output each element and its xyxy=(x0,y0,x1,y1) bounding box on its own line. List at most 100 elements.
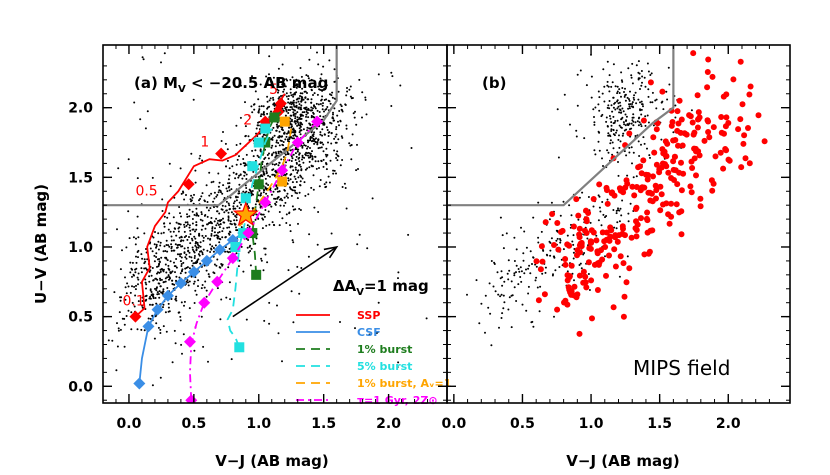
data-point xyxy=(197,246,200,249)
data-point xyxy=(266,112,269,115)
data-point xyxy=(322,158,325,161)
data-point xyxy=(666,98,669,101)
data-point xyxy=(167,267,170,270)
data-point xyxy=(259,83,262,86)
data-point xyxy=(107,339,110,342)
mips-point xyxy=(640,117,647,124)
mips-point xyxy=(587,239,594,246)
data-point xyxy=(272,190,275,193)
data-point xyxy=(660,138,663,141)
data-point xyxy=(553,256,556,259)
data-point xyxy=(222,217,224,220)
data-point xyxy=(515,300,518,302)
data-point xyxy=(612,63,615,66)
data-point xyxy=(327,141,329,144)
mips-point xyxy=(674,181,681,188)
data-point xyxy=(119,299,122,302)
data-point xyxy=(301,111,304,114)
mips-point xyxy=(675,142,681,149)
data-point xyxy=(358,233,361,236)
data-point xyxy=(237,176,240,179)
data-point xyxy=(157,232,160,235)
data-point xyxy=(312,133,315,136)
data-point xyxy=(270,138,273,141)
data-point xyxy=(229,222,232,225)
data-point xyxy=(284,138,287,141)
data-point xyxy=(190,259,193,262)
data-point xyxy=(230,223,233,226)
data-point xyxy=(295,83,298,86)
data-point xyxy=(238,183,241,186)
data-point xyxy=(162,270,165,273)
data-point xyxy=(368,333,371,336)
data-point xyxy=(294,134,297,137)
data-point xyxy=(606,106,609,109)
data-point xyxy=(612,128,615,131)
mips-point xyxy=(599,256,606,263)
data-point xyxy=(296,116,299,119)
data-point xyxy=(290,160,293,162)
data-point xyxy=(144,295,147,298)
data-point xyxy=(618,220,621,223)
data-point xyxy=(489,312,492,315)
data-point xyxy=(501,276,504,279)
data-point xyxy=(168,162,171,165)
data-point xyxy=(159,376,162,379)
data-point xyxy=(149,269,152,272)
data-point xyxy=(538,310,541,313)
data-point xyxy=(625,115,628,118)
data-point xyxy=(260,213,262,216)
data-point xyxy=(292,111,295,114)
data-point xyxy=(197,279,200,282)
data-point xyxy=(287,101,290,104)
data-point xyxy=(605,215,608,217)
data-point xyxy=(296,171,299,174)
data-point xyxy=(167,306,170,309)
data-point xyxy=(647,88,650,91)
mips-point xyxy=(690,131,697,138)
data-point xyxy=(275,123,278,126)
data-point xyxy=(297,107,300,110)
data-point xyxy=(156,265,158,268)
data-point xyxy=(305,119,308,122)
data-point xyxy=(590,75,593,78)
data-point xyxy=(555,239,558,242)
data-point xyxy=(157,240,160,243)
data-point xyxy=(298,127,301,130)
data-point xyxy=(305,151,308,154)
data-point xyxy=(617,138,620,141)
data-point xyxy=(628,151,631,154)
data-point xyxy=(207,237,209,240)
data-point xyxy=(162,303,165,306)
data-point xyxy=(150,274,153,277)
mips-point xyxy=(737,58,744,65)
data-point xyxy=(690,109,693,112)
data-point xyxy=(605,120,608,123)
data-point xyxy=(292,113,295,116)
data-point xyxy=(248,188,251,191)
data-point xyxy=(235,219,238,222)
data-point xyxy=(251,149,254,152)
data-point xyxy=(298,152,301,155)
data-point xyxy=(262,111,265,113)
data-point xyxy=(513,286,516,289)
data-point xyxy=(227,219,230,222)
data-point xyxy=(326,129,329,131)
data-point xyxy=(553,315,555,318)
data-point xyxy=(598,131,601,134)
data-point xyxy=(307,154,309,157)
data-point xyxy=(210,217,213,219)
data-point xyxy=(217,235,220,238)
data-point xyxy=(337,90,340,93)
data-point xyxy=(265,224,268,227)
data-point xyxy=(201,159,204,162)
data-point xyxy=(501,312,504,315)
data-point xyxy=(356,143,358,146)
data-point xyxy=(616,92,619,95)
data-point xyxy=(310,116,313,119)
data-point xyxy=(141,257,144,260)
data-point xyxy=(155,256,158,258)
data-point xyxy=(642,136,645,139)
data-point xyxy=(616,119,619,122)
mips-point xyxy=(676,169,683,176)
